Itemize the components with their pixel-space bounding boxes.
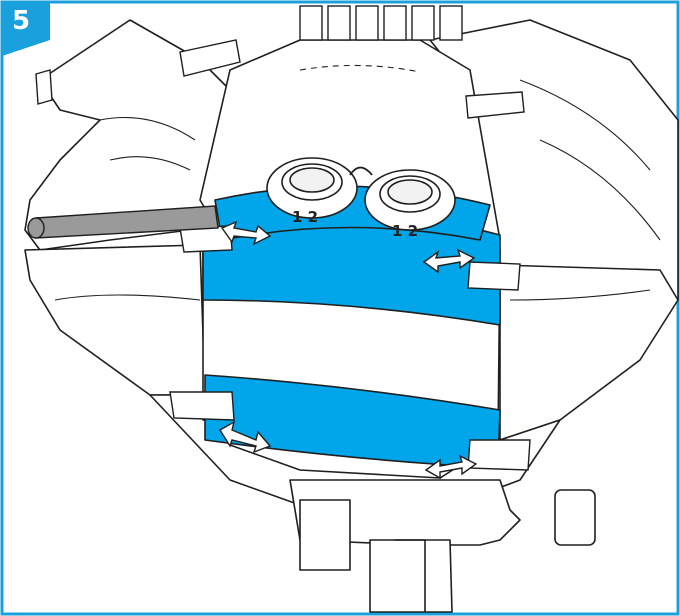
double-arrow-icon xyxy=(424,454,478,480)
housing-contours xyxy=(54,64,661,301)
clips xyxy=(169,225,531,471)
dial-link xyxy=(349,166,373,176)
step-badge-shape xyxy=(2,2,50,56)
pry-tool-icon xyxy=(27,205,219,239)
top-fins xyxy=(35,5,525,119)
double-arrow-icon xyxy=(220,220,272,246)
step-number: 5 xyxy=(11,6,31,36)
dial-left xyxy=(266,157,358,219)
dial-left-label: 1 2 xyxy=(292,208,318,226)
filter-cylinder xyxy=(202,185,501,469)
base-motor xyxy=(289,479,596,613)
double-arrow-icon xyxy=(219,420,272,454)
double-arrow-icon xyxy=(422,248,476,274)
dial-right-label: 1 2 xyxy=(392,222,418,240)
dial-right xyxy=(364,169,456,231)
